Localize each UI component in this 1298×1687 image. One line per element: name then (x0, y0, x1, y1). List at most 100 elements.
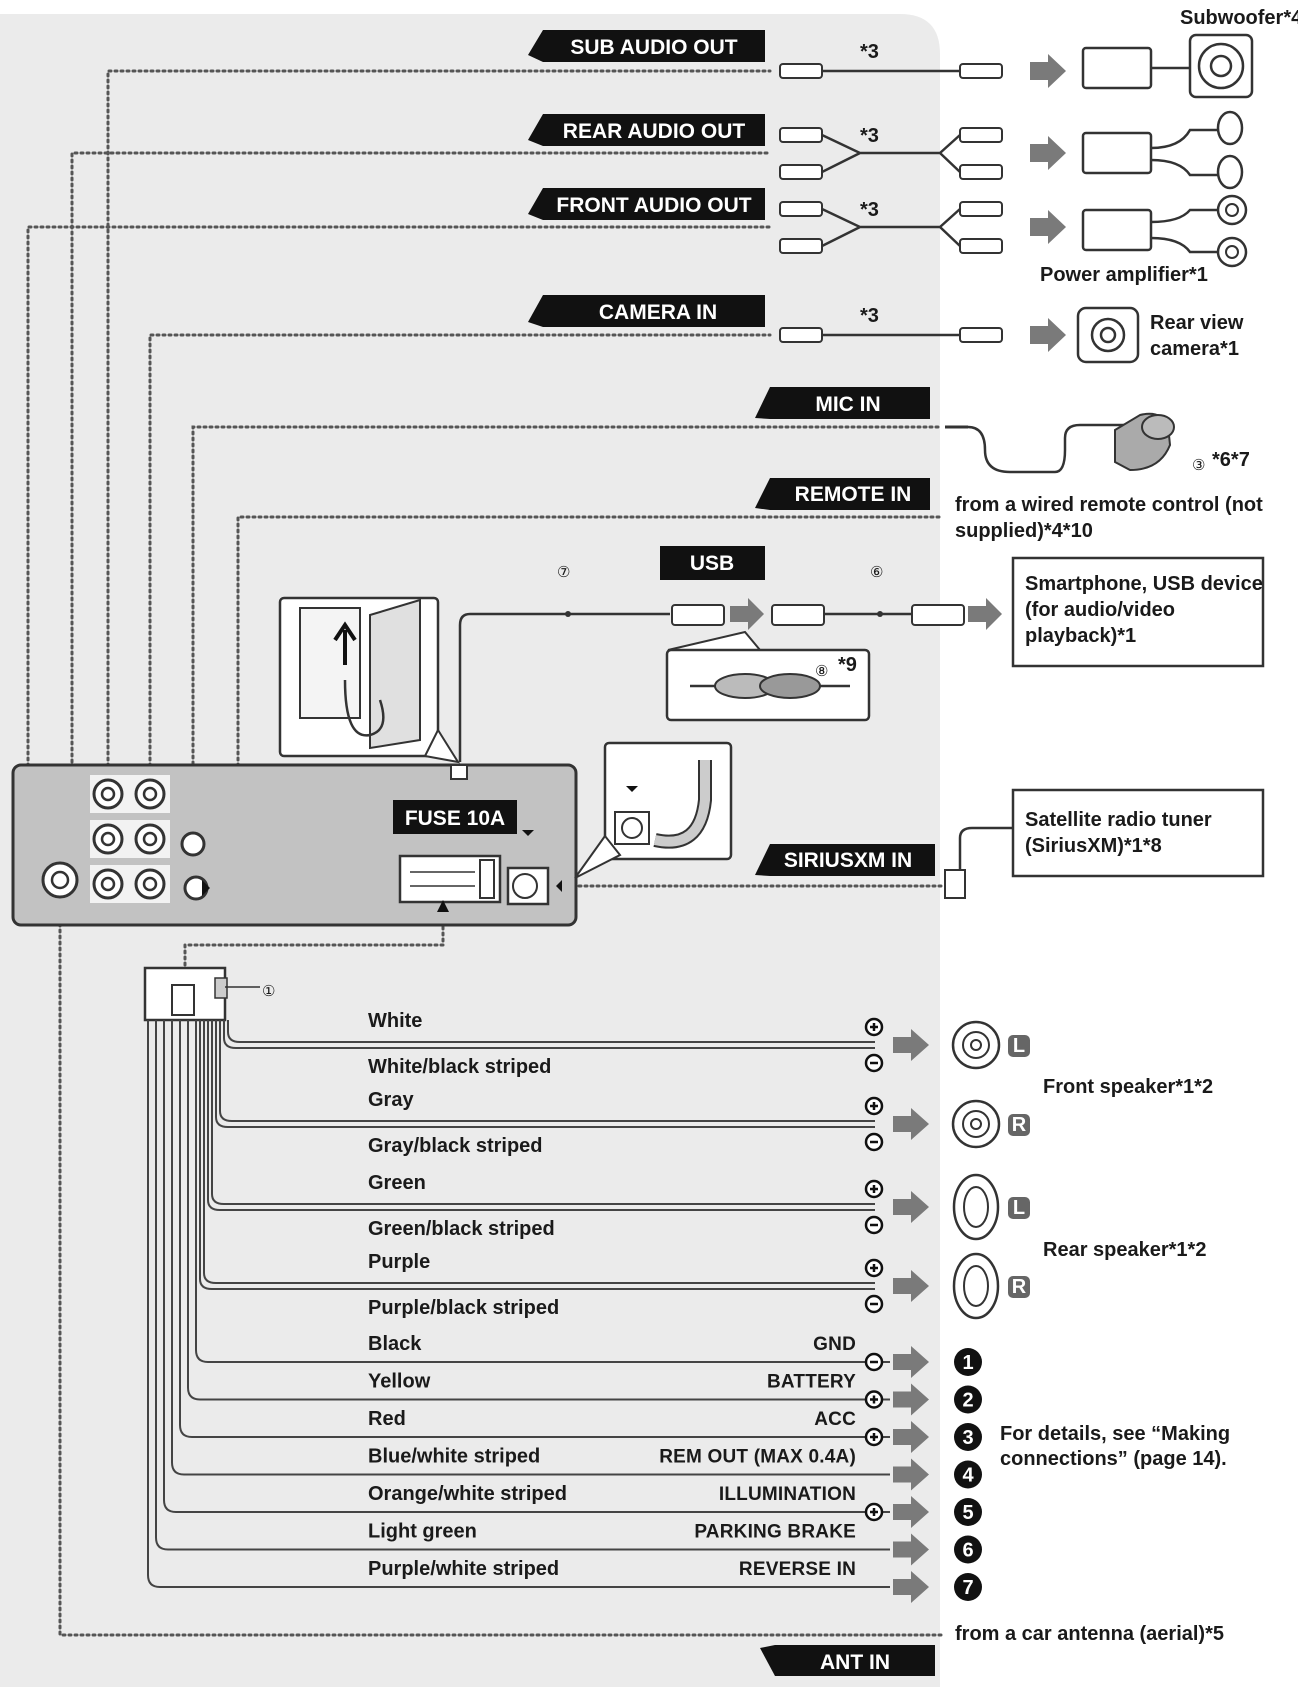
rca-cable-front: *3 Power amplifier*1 (779, 194, 1248, 286)
arrow-icon (893, 1346, 929, 1378)
svg-text:USB: USB (690, 552, 734, 575)
speaker-wire-label: White (368, 1010, 422, 1032)
arrow-icon (893, 1383, 929, 1416)
arrow-icon (893, 1458, 929, 1491)
mic-in-tag: MIC IN (755, 387, 930, 419)
speaker-wire (203, 1020, 875, 1284)
svg-text:MIC IN: MIC IN (815, 393, 880, 416)
power-wire (171, 1020, 890, 1476)
speaker-wire-label: Purple (368, 1251, 430, 1273)
svg-text:R: R (1012, 1276, 1027, 1298)
svg-text:REAR AUDIO OUT: REAR AUDIO OUT (563, 120, 746, 143)
number-badge (954, 1348, 982, 1376)
arrow-icon (893, 1191, 929, 1223)
svg-text:⑥: ⑥ (870, 564, 883, 581)
power-wire-label: Black (368, 1333, 422, 1355)
number-badge (954, 1535, 982, 1564)
speaker-wire (211, 1020, 875, 1205)
head-unit: FUSE 10A (11, 763, 578, 927)
speaker-wire (219, 1020, 875, 1122)
number-badge-label: 1 (962, 1352, 973, 1374)
svg-text:REMOTE IN: REMOTE IN (795, 483, 912, 506)
power-wire-function: BATTERY (767, 1372, 856, 1393)
speaker-wire-label: Green (368, 1172, 426, 1194)
power-wire-function: GND (813, 1334, 856, 1355)
rca-cable-subwoofer: *3 Subwoofer*4 (779, 7, 1298, 99)
number-badge (954, 1385, 982, 1414)
camera-in-tag: CAMERA IN (528, 295, 765, 327)
details-note: For details, see “Making (1000, 1423, 1230, 1445)
power-wire-label: Light green (368, 1521, 477, 1543)
siriusxm-in-tag: SIRIUSXM IN (755, 844, 935, 876)
speaker-wire-label: Green/black striped (368, 1218, 555, 1240)
svg-text:playback)*1: playback)*1 (1025, 625, 1136, 647)
rear-audio-out-tag: REAR AUDIO OUT (528, 114, 765, 146)
svg-text:L: L (1013, 1035, 1025, 1057)
satellite-tuner: Satellite radio tuner (SiriusXM)*1*8 (944, 788, 1265, 899)
speaker-wire (227, 1020, 875, 1043)
arrow-icon (893, 1270, 929, 1302)
speaker-wire-label: Gray/black striped (368, 1135, 543, 1157)
number-badge-label: 2 (962, 1390, 973, 1412)
number-badge-label: 4 (962, 1465, 974, 1487)
svg-text:③: ③ (1192, 457, 1205, 474)
power-wire-function: REVERSE IN (739, 1559, 856, 1580)
svg-text:⑦: ⑦ (557, 564, 570, 581)
rca-cable-rear: *3 (779, 110, 1244, 190)
speaker-wire-label: White/black striped (368, 1056, 551, 1078)
svg-text:FRONT AUDIO OUT: FRONT AUDIO OUT (556, 194, 751, 217)
power-wire-label: Orange/white striped (368, 1483, 567, 1505)
speaker-wire (223, 1020, 875, 1049)
svg-text:SUB AUDIO OUT: SUB AUDIO OUT (570, 36, 737, 59)
svg-text:ANT IN: ANT IN (820, 1651, 890, 1674)
power-wire (195, 1020, 890, 1363)
arrow-icon (893, 1421, 929, 1453)
svg-text:CAMERA IN: CAMERA IN (599, 301, 717, 324)
speaker-wire-label: Purple/black striped (368, 1297, 559, 1319)
antenna-description: from a car antenna (aerial)*5 (955, 1623, 1224, 1645)
power-wire (187, 1020, 890, 1401)
rca-cable-camera: *3 Rear view camera*1 (779, 305, 1244, 364)
microphone: ③ *6*7 (945, 412, 1250, 474)
arrow-icon (893, 1029, 929, 1061)
power-wire-label: Purple/white striped (368, 1558, 559, 1580)
svg-text:Rear view: Rear view (1150, 312, 1244, 334)
svg-text:camera*1: camera*1 (1150, 338, 1239, 360)
rear-speakers: L R Rear speaker*1*2 (952, 1173, 1206, 1320)
number-badge-label: 3 (962, 1427, 973, 1449)
arrow-icon (893, 1571, 929, 1603)
speaker-wire-label: Gray (368, 1089, 414, 1111)
speaker-wire (207, 1020, 875, 1211)
remote-description: from a wired remote control (not (955, 494, 1263, 516)
install-inset (278, 596, 461, 764)
number-badge-label: 6 (962, 1540, 973, 1562)
power-wire-label: Red (368, 1408, 406, 1430)
power-wire-label: Yellow (368, 1371, 431, 1393)
svg-text:*3: *3 (860, 305, 879, 327)
svg-text:Power amplifier*1: Power amplifier*1 (1040, 264, 1208, 286)
power-wire (163, 1020, 890, 1513)
svg-text:*3: *3 (860, 199, 879, 221)
fuse-label: FUSE 10A (405, 807, 505, 830)
svg-text:SIRIUSXM IN: SIRIUSXM IN (784, 849, 912, 872)
remote-in-tag: REMOTE IN (755, 478, 930, 510)
svg-text:L: L (1013, 1197, 1025, 1219)
remote-description-2: supplied)*4*10 (955, 520, 1093, 542)
power-wire-function: PARKING BRAKE (694, 1522, 856, 1543)
speaker-wire (199, 1020, 875, 1290)
wiring-harness: ① (143, 966, 275, 1022)
number-badge-label: 7 (962, 1577, 973, 1599)
power-wire-function: REM OUT (MAX 0.4A) (659, 1447, 856, 1468)
svg-text:(SiriusXM)*1*8: (SiriusXM)*1*8 (1025, 835, 1162, 857)
svg-text:(for audio/video: (for audio/video (1025, 599, 1175, 621)
svg-text:*3: *3 (860, 41, 879, 63)
power-wire-label: Blue/white striped (368, 1446, 540, 1468)
sub-audio-out-tag: SUB AUDIO OUT (528, 30, 765, 62)
svg-text:*3: *3 (860, 125, 879, 147)
svg-text:Subwoofer*4: Subwoofer*4 (1180, 7, 1298, 29)
front-speakers: L R Front speaker*1*2 (951, 1020, 1213, 1149)
svg-text:①: ① (262, 983, 275, 1000)
